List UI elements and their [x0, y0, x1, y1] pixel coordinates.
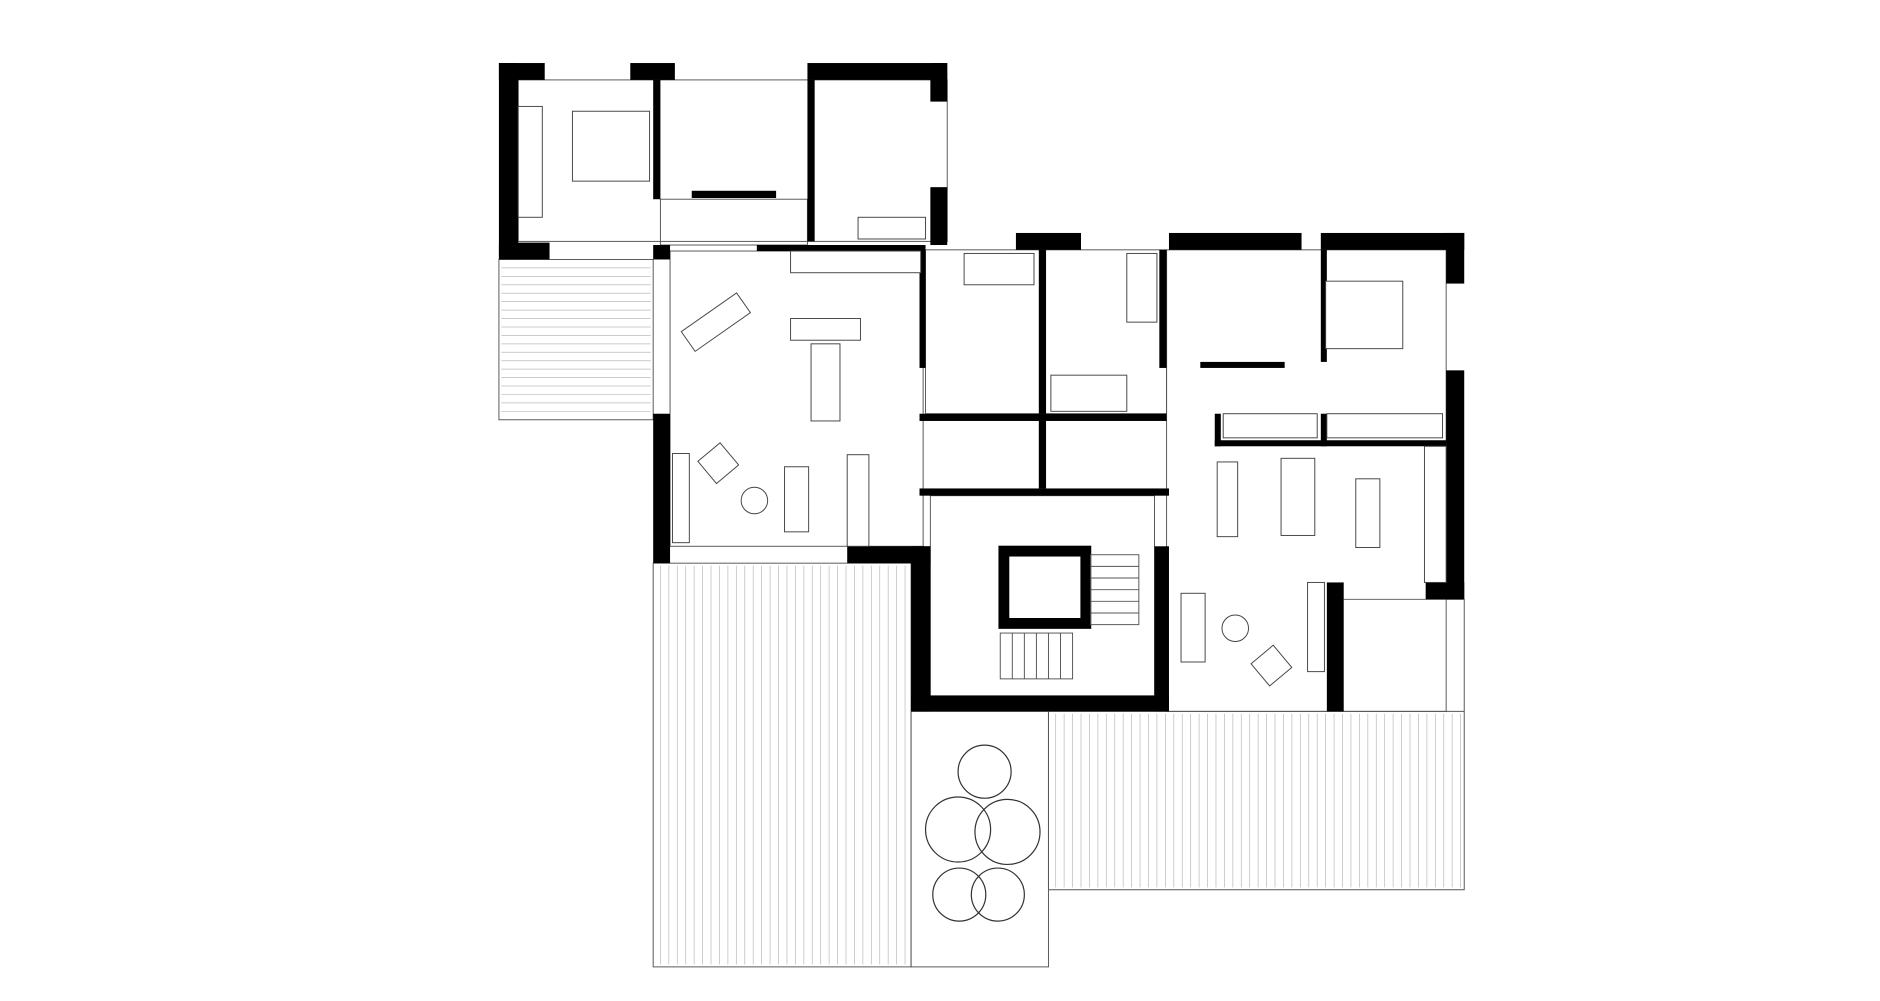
dining-table [810, 343, 841, 422]
wardrobe [857, 216, 927, 240]
tree-canopy [974, 798, 1041, 866]
bed [1050, 374, 1128, 412]
staircase [999, 554, 1140, 680]
walls [498, 63, 1465, 712]
terrace-right [1047, 598, 1465, 891]
desk [963, 252, 1035, 286]
shelf [671, 453, 690, 544]
wall [807, 63, 948, 80]
sofa [1355, 478, 1381, 548]
wall [1446, 232, 1465, 284]
wall [1214, 440, 1447, 447]
wall [1038, 249, 1047, 414]
bed [571, 110, 651, 182]
sofa [1180, 592, 1206, 663]
wall [1038, 420, 1047, 489]
wall [911, 695, 1169, 712]
wall [1015, 232, 1081, 250]
wardrobe [1326, 413, 1444, 439]
tree-canopy [957, 744, 1012, 799]
wall [1446, 370, 1465, 600]
wall [756, 245, 926, 252]
wall [919, 488, 1169, 496]
garden [910, 710, 1049, 968]
kitchen-counter [1423, 445, 1447, 583]
wall [919, 413, 1167, 421]
wall [911, 546, 931, 712]
armchair [697, 442, 740, 485]
sofa [680, 292, 752, 353]
wardrobe [1222, 413, 1318, 439]
desk [1126, 252, 1158, 323]
wall [498, 242, 550, 260]
armchair [1250, 644, 1293, 687]
side-table [1221, 614, 1249, 642]
wall [498, 63, 545, 80]
wall [1214, 413, 1221, 447]
side-table [740, 486, 769, 515]
wall [691, 190, 777, 199]
wall [498, 63, 519, 260]
elevator-shaft [998, 545, 1092, 629]
island [1216, 461, 1239, 538]
wall [930, 63, 948, 102]
wall [630, 63, 675, 80]
wall [807, 79, 815, 242]
wall [919, 251, 926, 368]
cabinet [1307, 581, 1325, 673]
wall [1320, 232, 1465, 250]
sofa [790, 318, 861, 341]
wall [653, 79, 661, 200]
bed [1325, 280, 1404, 350]
wall [1154, 546, 1169, 712]
furniture [517, 105, 1447, 687]
wall [1200, 361, 1285, 368]
sofa [784, 466, 810, 533]
terrace-bottom-left [652, 562, 912, 968]
wall [653, 413, 671, 564]
tree-canopy [924, 796, 992, 863]
wardrobe [517, 105, 543, 218]
wall [1320, 413, 1327, 447]
wall [1168, 232, 1302, 250]
terrace-left [498, 258, 654, 421]
wall [930, 187, 948, 246]
wall [847, 546, 931, 564]
wall [1159, 249, 1167, 368]
wall [653, 245, 671, 260]
dining-table [1280, 457, 1316, 536]
wall [1326, 582, 1344, 712]
kitchen-counter [790, 250, 922, 274]
cabinet [846, 454, 870, 547]
wall [1425, 582, 1465, 600]
wall [1320, 249, 1327, 362]
tree-canopy [932, 867, 987, 922]
tree-canopy [970, 867, 1025, 922]
